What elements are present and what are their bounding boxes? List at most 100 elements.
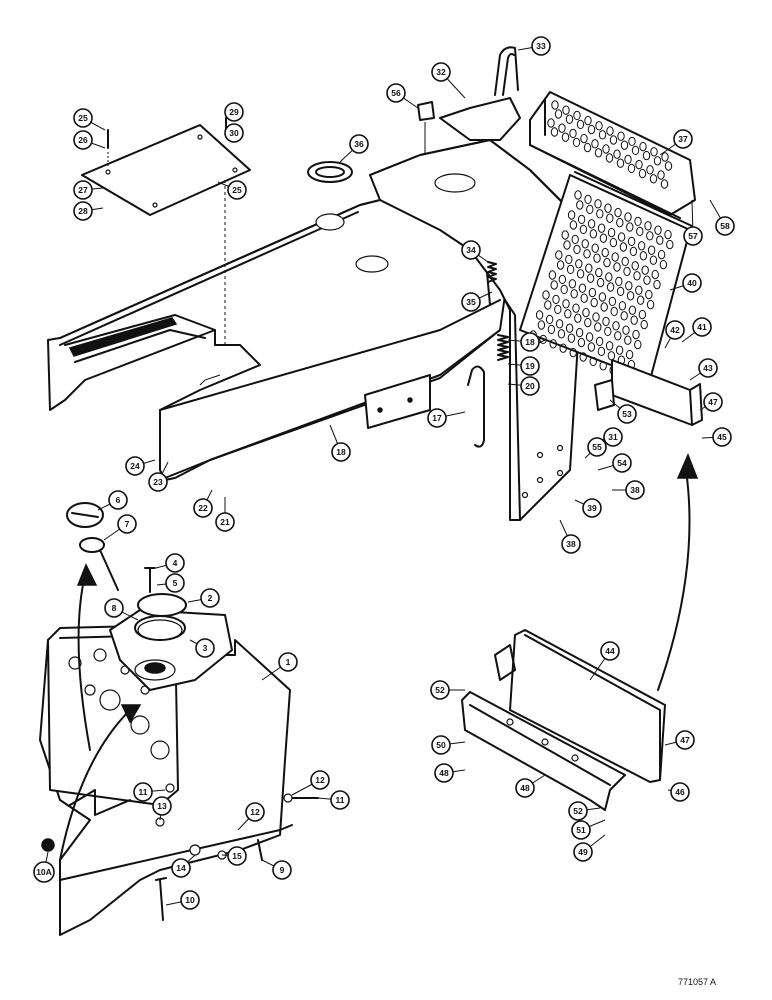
callout-circle <box>715 216 735 236</box>
callout-number: 33 <box>536 41 546 51</box>
callout-circle <box>73 201 93 221</box>
callout-10: 10 <box>180 890 200 910</box>
callout-circle <box>600 641 620 661</box>
callout-number: 50 <box>436 740 446 750</box>
callout-circle <box>670 782 690 802</box>
callout-15: 15 <box>227 846 247 866</box>
callout-53: 53 <box>617 404 637 424</box>
callout-circle <box>195 638 215 658</box>
callout-28: 28 <box>73 201 93 221</box>
callout-number: 10 <box>185 895 195 905</box>
callout-circle <box>171 858 191 878</box>
callout-44: 44 <box>600 641 620 661</box>
callout-number: 14 <box>176 863 186 873</box>
callout-number: 54 <box>617 458 627 468</box>
callout-number: 11 <box>336 795 345 805</box>
callout-number: 30 <box>229 128 239 138</box>
callout-1: 1 <box>278 652 298 672</box>
callout-37: 37 <box>673 129 693 149</box>
callout-5: 5 <box>165 573 185 593</box>
callout-46: 46 <box>670 782 690 802</box>
side-bracket-45 <box>594 359 703 426</box>
callout-circle <box>165 553 185 573</box>
callout-4: 4 <box>165 553 185 573</box>
callout-43: 43 <box>698 358 718 378</box>
callout-circle <box>461 292 481 312</box>
callout-circle <box>148 472 168 492</box>
callout-number: 23 <box>153 477 163 487</box>
callout-number: 56 <box>391 88 401 98</box>
callout-circle <box>625 480 645 500</box>
callout-circle <box>431 735 451 755</box>
callout-7: 7 <box>117 514 137 534</box>
callout-number: 58 <box>720 221 730 231</box>
callout-number: 12 <box>250 807 260 817</box>
callout-number: 49 <box>578 847 588 857</box>
callout-number: 12 <box>315 775 325 785</box>
perforated-grille <box>519 171 693 381</box>
callout-circle <box>712 427 732 447</box>
cap-perforations <box>547 100 673 189</box>
callout-circle <box>108 490 128 510</box>
callout-6: 6 <box>108 490 128 510</box>
callout-circle <box>227 180 247 200</box>
callout-circle <box>683 226 703 246</box>
callout-25: 25 <box>73 108 93 128</box>
callout-27: 27 <box>73 180 93 200</box>
callout-number: 47 <box>680 735 690 745</box>
callout-52: 52 <box>430 680 450 700</box>
callout-number: 46 <box>675 787 685 797</box>
callout-number: 18 <box>525 337 535 347</box>
callout-52: 52 <box>568 801 588 821</box>
callout-number: 18 <box>336 447 346 457</box>
callout-2: 2 <box>200 588 220 608</box>
callout-number: 32 <box>436 67 446 77</box>
callout-circle <box>330 790 350 810</box>
callout-circle <box>665 320 685 340</box>
callout-number: 36 <box>354 139 364 149</box>
callout-10a: 10A <box>33 861 55 883</box>
callout-38: 38 <box>561 534 581 554</box>
callout-number: 1 <box>286 657 291 667</box>
callout-circle <box>431 62 451 82</box>
callout-circle <box>73 180 93 200</box>
callout-22: 22 <box>193 498 213 518</box>
callout-circle <box>520 332 540 352</box>
callout-circle <box>682 273 702 293</box>
callout-26: 26 <box>73 130 93 150</box>
callout-35: 35 <box>461 292 481 312</box>
callout-circle <box>349 134 369 154</box>
callout-number: 29 <box>229 107 239 117</box>
callout-circle <box>73 130 93 150</box>
callout-circle <box>617 404 637 424</box>
callout-circle <box>180 890 200 910</box>
callout-number: 27 <box>78 185 88 195</box>
callout-circle <box>245 802 265 822</box>
callout-39: 39 <box>582 498 602 518</box>
callout-number: 41 <box>697 322 707 332</box>
callout-48: 48 <box>515 778 535 798</box>
callout-number: 53 <box>622 409 632 419</box>
callout-33: 33 <box>531 36 551 56</box>
callout-56: 56 <box>386 83 406 103</box>
callout-number: 3 <box>203 643 208 653</box>
callout-circle <box>703 392 723 412</box>
callout-circle <box>582 498 602 518</box>
callout-42: 42 <box>665 320 685 340</box>
callout-49: 49 <box>573 842 593 862</box>
top-grille-cap <box>529 91 696 219</box>
callout-circle <box>430 680 450 700</box>
callout-47: 47 <box>675 730 695 750</box>
callout-number: 34 <box>466 245 476 255</box>
callout-29: 29 <box>224 102 244 122</box>
callout-circle <box>152 796 172 816</box>
callout-number: 10A <box>36 867 52 877</box>
callout-circle <box>587 437 607 457</box>
grommet-37 <box>307 161 353 183</box>
callout-labels: 1234567891010A11111212131415171818192021… <box>33 36 735 910</box>
callout-number: 8 <box>112 603 117 613</box>
callout-circle <box>434 763 454 783</box>
callout-number: 39 <box>587 503 597 513</box>
callout-number: 15 <box>232 851 242 861</box>
